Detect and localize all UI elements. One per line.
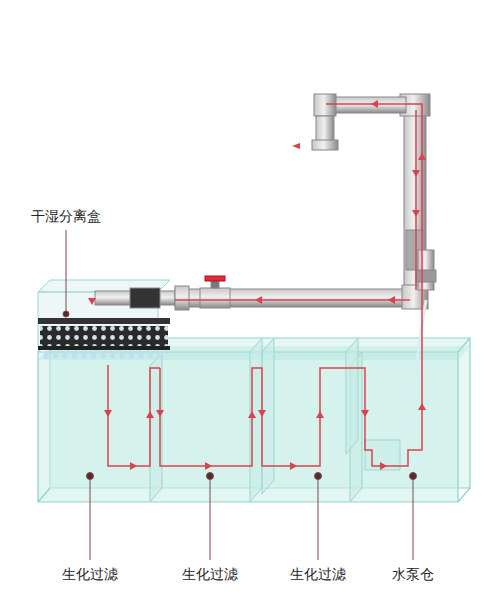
part-label: 干湿分离盒 [30, 208, 102, 225]
compartment-label: 水泵仓 [391, 566, 435, 583]
water-drop [158, 351, 163, 359]
water-drop [44, 351, 49, 359]
compartment-label: 生化过滤 [61, 566, 119, 583]
water-drop [101, 351, 106, 359]
water-drop [63, 351, 68, 359]
flow-arrows [88, 100, 426, 470]
drip-drops [44, 351, 163, 359]
pipe-system [95, 94, 436, 440]
tank-glass [38, 338, 470, 502]
compartment-label: 生化过滤 [181, 566, 239, 583]
leader-lines [63, 230, 417, 560]
water-drop [91, 351, 96, 359]
water-drop [120, 351, 125, 359]
water-drop [53, 351, 58, 359]
water-drop [110, 351, 115, 359]
water-drop [129, 351, 134, 359]
compartment-label: 生化过滤 [289, 566, 347, 583]
water-drop [139, 351, 144, 359]
tank-dividers [150, 338, 400, 502]
water-drop [82, 351, 87, 359]
water-drop [72, 351, 77, 359]
water-drop [148, 351, 153, 359]
